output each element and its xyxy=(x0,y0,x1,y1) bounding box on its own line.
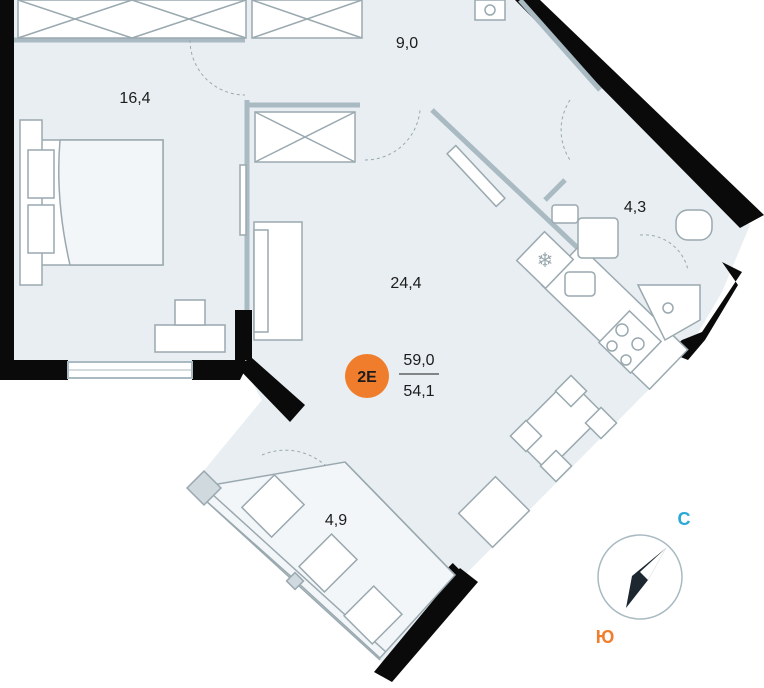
desk xyxy=(154,324,226,353)
desk-chair xyxy=(174,299,206,326)
living-furniture xyxy=(253,144,618,549)
badge-label: 2Е xyxy=(357,369,377,386)
pillow-1 xyxy=(27,149,55,199)
compass-south: Ю xyxy=(596,627,615,647)
wall-bottom-right-diagonal xyxy=(374,568,478,682)
wardrobes xyxy=(17,0,363,163)
partition-hall-right xyxy=(518,0,602,92)
balcony-column-small xyxy=(285,571,305,591)
floor-area xyxy=(12,0,750,665)
hall-appliance xyxy=(474,0,506,21)
room-area-living: 24,4 xyxy=(390,275,421,292)
kitchen-furniture: ❄ xyxy=(515,230,689,391)
total-area: 59,0 xyxy=(403,352,434,369)
sofa-back xyxy=(253,229,269,333)
room-area-bedroom: 16,4 xyxy=(119,90,150,107)
bed-headboard xyxy=(19,119,43,286)
balcony xyxy=(185,461,457,661)
washing-machine xyxy=(551,204,579,224)
door-bedroom xyxy=(189,39,246,96)
chair-4 xyxy=(539,449,573,483)
shower-drain xyxy=(662,302,674,314)
balcony-column xyxy=(185,469,223,507)
room-area-bathroom: 4,3 xyxy=(624,199,646,216)
chair-3 xyxy=(509,419,543,453)
compass-north: С xyxy=(678,509,691,529)
blanket xyxy=(58,139,164,266)
burner-2 xyxy=(631,337,645,351)
room-area-balcony: 4,9 xyxy=(325,512,347,529)
wall-top-right-diagonal xyxy=(515,0,764,228)
wardrobe-bedroom xyxy=(17,0,247,39)
chair-2 xyxy=(584,406,618,440)
windows xyxy=(67,361,193,379)
bathroom-furniture xyxy=(551,204,713,342)
door-bath xyxy=(560,99,571,161)
bedroom-door-strip xyxy=(239,164,247,236)
burner-4 xyxy=(620,354,632,366)
bath-sink-cabinet xyxy=(577,217,619,259)
dining-table xyxy=(510,377,606,473)
wall-diagonal-living xyxy=(235,358,305,422)
living-area: 54,1 xyxy=(403,383,434,400)
wall-bottom-left xyxy=(0,360,68,380)
floor-main xyxy=(12,0,750,665)
sink xyxy=(564,271,596,297)
pillow-2 xyxy=(27,204,55,254)
room-area-hallway: 9,0 xyxy=(396,35,418,52)
tv-unit xyxy=(445,144,507,208)
stove xyxy=(597,309,663,375)
toilet-tank xyxy=(675,209,713,241)
balcony-chair-1 xyxy=(240,473,306,539)
burner-1 xyxy=(615,323,629,337)
balcony-table xyxy=(297,532,359,594)
armchair xyxy=(457,475,531,549)
compass: С Ю xyxy=(596,509,691,647)
door-balcony xyxy=(261,449,331,471)
wall-bedroom-bottom-right xyxy=(192,310,252,380)
burner-3 xyxy=(606,340,618,352)
fridge xyxy=(515,230,575,290)
doors xyxy=(189,39,689,471)
compass-needle-highlight xyxy=(640,548,666,580)
apartment-badge: 2Е 59,0 54,1 xyxy=(345,352,439,400)
door-wc xyxy=(639,234,689,271)
partition-bath-left xyxy=(543,178,567,202)
snowflake-icon: ❄ xyxy=(537,250,554,272)
badge-circle xyxy=(345,354,389,398)
balcony-chair-2 xyxy=(342,584,404,646)
wall-left xyxy=(0,0,14,380)
bedroom-furniture xyxy=(19,119,247,353)
chair-1 xyxy=(554,374,588,408)
